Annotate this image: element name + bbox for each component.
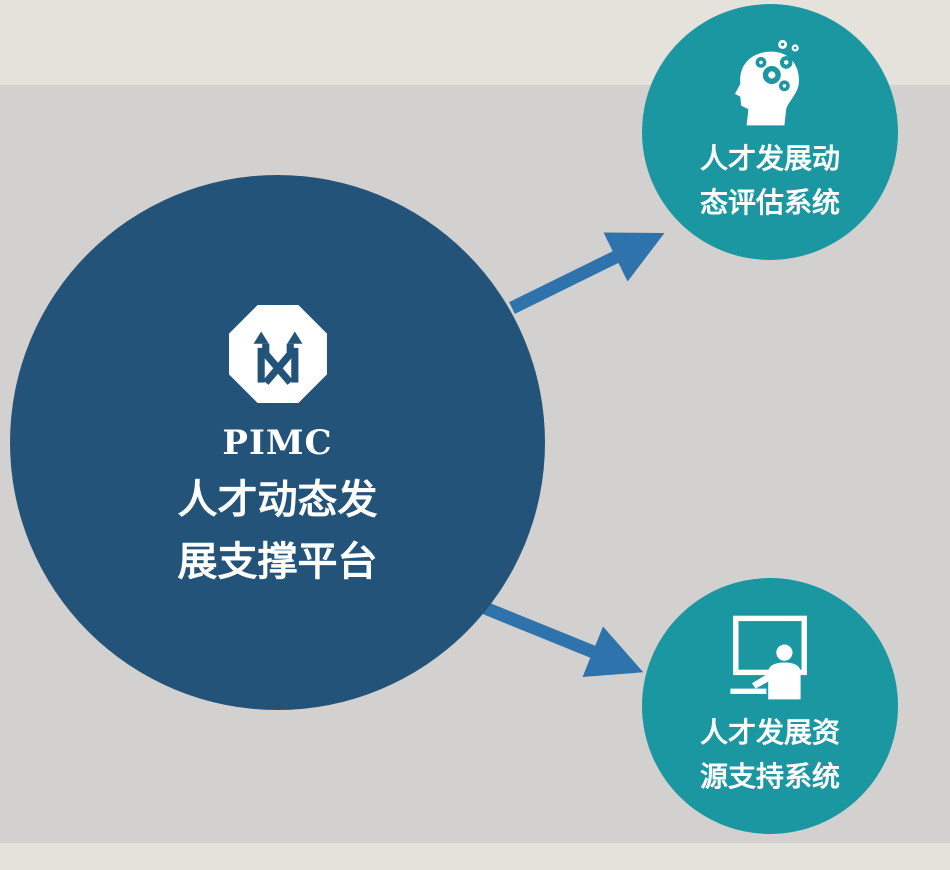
evaluation-title-line1: 人才发展动	[699, 142, 840, 175]
support-system-node: 人才发展资 源支持系统	[642, 578, 898, 834]
evaluation-system-node: 人才发展动 态评估系统	[642, 4, 898, 260]
strategy-diverge-octagon-icon	[228, 304, 327, 403]
arrow-to-support	[482, 601, 644, 678]
platform-title-line2: 展支撑平台	[177, 538, 378, 585]
evaluation-title-line2: 态评估系统	[699, 186, 840, 219]
platform-title-line1: 人才动态发	[177, 476, 378, 523]
arrow-to-evaluation	[509, 232, 665, 314]
presenter-board-icon	[730, 615, 807, 700]
platform-circle: PIMC 人才动态发 展支撑平台	[10, 175, 545, 710]
support-system-title: 人才发展资 源支持系统	[680, 711, 860, 799]
evaluation-system-title: 人才发展动 态评估系统	[680, 137, 860, 225]
platform-title: 人才动态发 展支撑平台	[128, 469, 428, 593]
support-title-line1: 人才发展资	[699, 716, 840, 749]
support-title-line2: 源支持系统	[699, 760, 840, 793]
head-gears-icon	[734, 39, 799, 126]
brand-label: PIMC	[222, 422, 333, 463]
